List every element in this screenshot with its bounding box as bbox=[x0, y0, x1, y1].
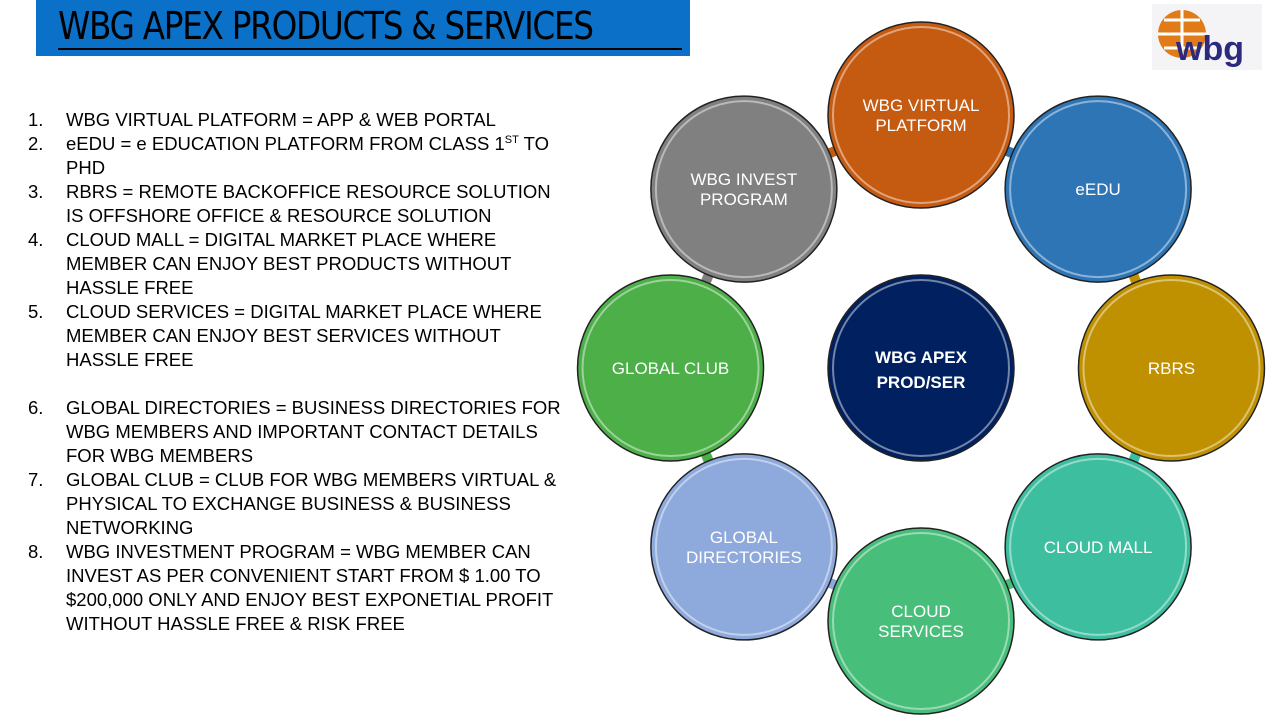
list-item: 1. WBG VIRTUAL PLATFORM = APP & WEB PORTA… bbox=[28, 108, 568, 132]
list-number: 7. bbox=[28, 469, 44, 490]
list-item: 6. GLOBAL DIRECTORIES = BUSINESS DIRECTOR… bbox=[28, 396, 568, 468]
node-circle-label: WBG VIRTUAL bbox=[863, 96, 980, 115]
node-circle-shape bbox=[650, 95, 838, 283]
list-text: CLOUD MALL = DIGITAL MARKET PLACE WHERE … bbox=[66, 229, 512, 298]
node-circle-label: PROGRAM bbox=[700, 190, 788, 209]
list-number: 1. bbox=[28, 109, 44, 130]
list-item: 3. RBRS = REMOTE BACKOFFICE RESOURCE SOLU… bbox=[28, 180, 568, 228]
list-number: 4. bbox=[28, 229, 44, 250]
node-circle-label: WBG INVEST bbox=[691, 170, 798, 189]
center-circle-label: WBG APEX bbox=[875, 348, 968, 367]
node-circle: eEDU bbox=[1004, 95, 1192, 283]
node-circle-shape bbox=[827, 21, 1015, 209]
node-circle-label: DIRECTORIES bbox=[686, 548, 802, 567]
node-circle-highlight bbox=[1009, 457, 1188, 636]
node-circle-shape bbox=[1077, 274, 1266, 462]
title-underline bbox=[58, 48, 682, 50]
list-text: GLOBAL CLUB = CLUB FOR WBG MEMBERS VIRTU… bbox=[66, 469, 557, 538]
list-item: 2. eEDU = e EDUCATION PLATFORM FROM CLASS… bbox=[28, 132, 568, 180]
node-circle-highlight bbox=[654, 457, 833, 636]
list-number: 2. bbox=[28, 133, 44, 154]
node-circle-label: CLOUD bbox=[891, 602, 951, 621]
node-circle-label: GLOBAL bbox=[710, 528, 778, 547]
list-number: 6. bbox=[28, 397, 44, 418]
title-banner: WBG APEX PRODUCTS & SERVICES bbox=[36, 0, 690, 56]
page-title: WBG APEX PRODUCTS & SERVICES bbox=[58, 4, 594, 48]
list-text: TO PHD bbox=[66, 133, 550, 178]
node-circle-label: SERVICES bbox=[878, 622, 964, 641]
list-text: RBRS = REMOTE BACKOFFICE RESOURCE SOLUTI… bbox=[66, 181, 551, 226]
node-circle-highlight bbox=[1009, 100, 1188, 279]
node-circle-highlight bbox=[581, 279, 760, 457]
center-circle-label: PROD/SER bbox=[877, 373, 966, 392]
superscript: ST bbox=[504, 133, 519, 146]
node-circle-shape bbox=[827, 527, 1015, 715]
node-circle-label: RBRS bbox=[1148, 359, 1195, 378]
node-circle-highlight bbox=[1082, 279, 1261, 457]
svg-text:wbg: wbg bbox=[1175, 30, 1244, 68]
center-circle-highlight bbox=[832, 279, 1010, 457]
node-circle-shape bbox=[576, 274, 765, 462]
node-circle-highlight bbox=[832, 26, 1010, 204]
node-circle: GLOBAL CLUB bbox=[576, 274, 765, 462]
list-item: 4. CLOUD MALL = DIGITAL MARKET PLACE WHER… bbox=[28, 228, 568, 300]
list-number: 3. bbox=[28, 181, 44, 202]
list-text: WBG VIRTUAL PLATFORM = APP & WEB PORTAL bbox=[66, 109, 496, 130]
list-item: 7. GLOBAL CLUB = CLUB FOR WBG MEMBERS VIR… bbox=[28, 468, 568, 540]
list-text: GLOBAL DIRECTORIES = BUSINESS DIRECTORIE… bbox=[66, 397, 561, 466]
list-text: CLOUD SERVICES = DIGITAL MARKET PLACE WH… bbox=[66, 301, 542, 370]
list-text: eEDU = e EDUCATION PLATFORM FROM CLASS 1 bbox=[66, 133, 505, 154]
wbg-logo: wbg bbox=[1152, 4, 1262, 70]
node-circle-label: eEDU bbox=[1075, 180, 1120, 199]
node-circle-highlight bbox=[832, 532, 1010, 710]
center-circle: WBG APEX PROD/SER bbox=[827, 274, 1015, 462]
node-circle-label: GLOBAL CLUB bbox=[612, 359, 729, 378]
node-circle-highlight bbox=[654, 100, 833, 279]
node-circle-shape bbox=[1004, 95, 1192, 283]
services-list: 1. WBG VIRTUAL PLATFORM = APP & WEB PORTA… bbox=[28, 108, 568, 636]
list-text: WBG INVESTMENT PROGRAM = WBG MEMBER CAN … bbox=[66, 541, 554, 634]
node-circle-label: CLOUD MALL bbox=[1044, 538, 1153, 557]
list-item: 5. CLOUD SERVICES = DIGITAL MARKET PLACE … bbox=[28, 300, 568, 372]
node-circle: CLOUD MALL bbox=[1004, 453, 1192, 641]
center-circle-shape bbox=[827, 274, 1015, 462]
node-circle: RBRS bbox=[1077, 274, 1266, 462]
node-circle-shape bbox=[650, 453, 838, 641]
list-number: 8. bbox=[28, 541, 44, 562]
list-number: 5. bbox=[28, 301, 44, 322]
list-item: 8. WBG INVESTMENT PROGRAM = WBG MEMBER CA… bbox=[28, 540, 568, 636]
node-circle-shape bbox=[1004, 453, 1192, 641]
node-circle-label: PLATFORM bbox=[875, 116, 966, 135]
